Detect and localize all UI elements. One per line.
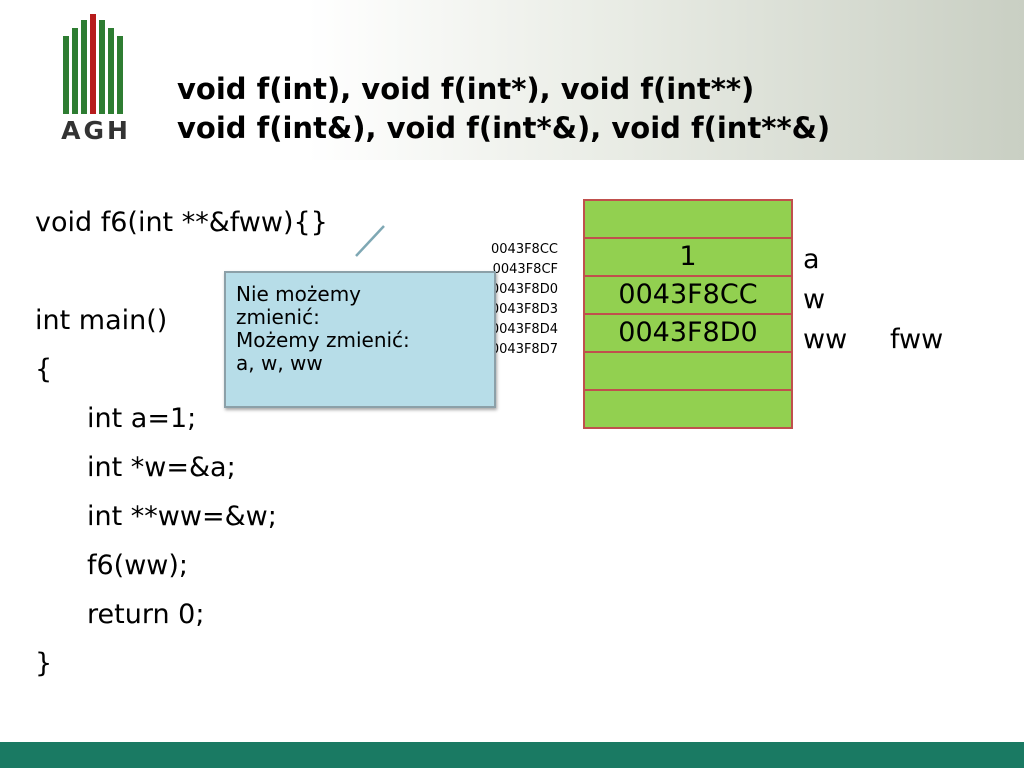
- code-block: void f6(int **&fww){} int main() { int a…: [35, 198, 328, 688]
- address-label: 0043F8D7: [490, 342, 558, 357]
- code-line: int *w=&a;: [87, 452, 236, 483]
- code-line: {: [35, 354, 53, 385]
- slide-title: void f(int), void f(int*), void f(int**)…: [177, 70, 830, 148]
- memory-diagram: 1 0043F8CC 0043F8D0: [583, 199, 793, 429]
- memory-cell: 1: [583, 237, 793, 277]
- memory-cell: [583, 351, 793, 391]
- address-label: 0043F8D0: [490, 282, 558, 297]
- memory-cell: [583, 389, 793, 429]
- callout-line: a, w, ww: [236, 351, 323, 375]
- code-line: }: [35, 648, 53, 679]
- callout-line: Nie możemy: [236, 282, 362, 306]
- memory-cell: [583, 199, 793, 239]
- memory-cell: 0043F8D0: [583, 313, 793, 353]
- callout-line: Możemy zmienić:: [236, 328, 410, 352]
- address-label: 0043F8CC: [491, 242, 558, 257]
- code-line: int a=1;: [87, 403, 197, 434]
- address-label: 0043F8D3: [490, 302, 558, 317]
- title-line-1: void f(int), void f(int*), void f(int**): [177, 72, 755, 106]
- logo-text: AGH: [61, 116, 131, 145]
- address-label: 0043F8D4: [490, 322, 558, 337]
- callout-box: Nie możemy zmienić: Możemy zmienić: a, w…: [224, 271, 496, 408]
- var-label-ww: ww: [803, 324, 848, 355]
- title-line-2: void f(int&), void f(int*&), void f(int*…: [177, 111, 831, 145]
- code-line: f6(ww);: [87, 550, 189, 581]
- code-line: int **ww=&w;: [87, 501, 277, 532]
- var-label-fww: fww: [890, 324, 944, 355]
- slide-footer-bar: [0, 742, 1024, 768]
- callout-pointer: [355, 225, 385, 257]
- memory-cell: 0043F8CC: [583, 275, 793, 315]
- address-label: 0043F8CF: [492, 262, 558, 277]
- code-line: return 0;: [87, 599, 205, 630]
- var-label-a: a: [803, 244, 820, 275]
- code-line: int main(): [35, 305, 168, 336]
- callout-line: zmienić:: [236, 305, 320, 329]
- agh-logo-icon: [63, 14, 123, 114]
- var-label-w: w: [803, 284, 826, 315]
- slide-header: AGH void f(int), void f(int*), void f(in…: [0, 0, 1024, 160]
- code-line: void f6(int **&fww){}: [35, 207, 328, 238]
